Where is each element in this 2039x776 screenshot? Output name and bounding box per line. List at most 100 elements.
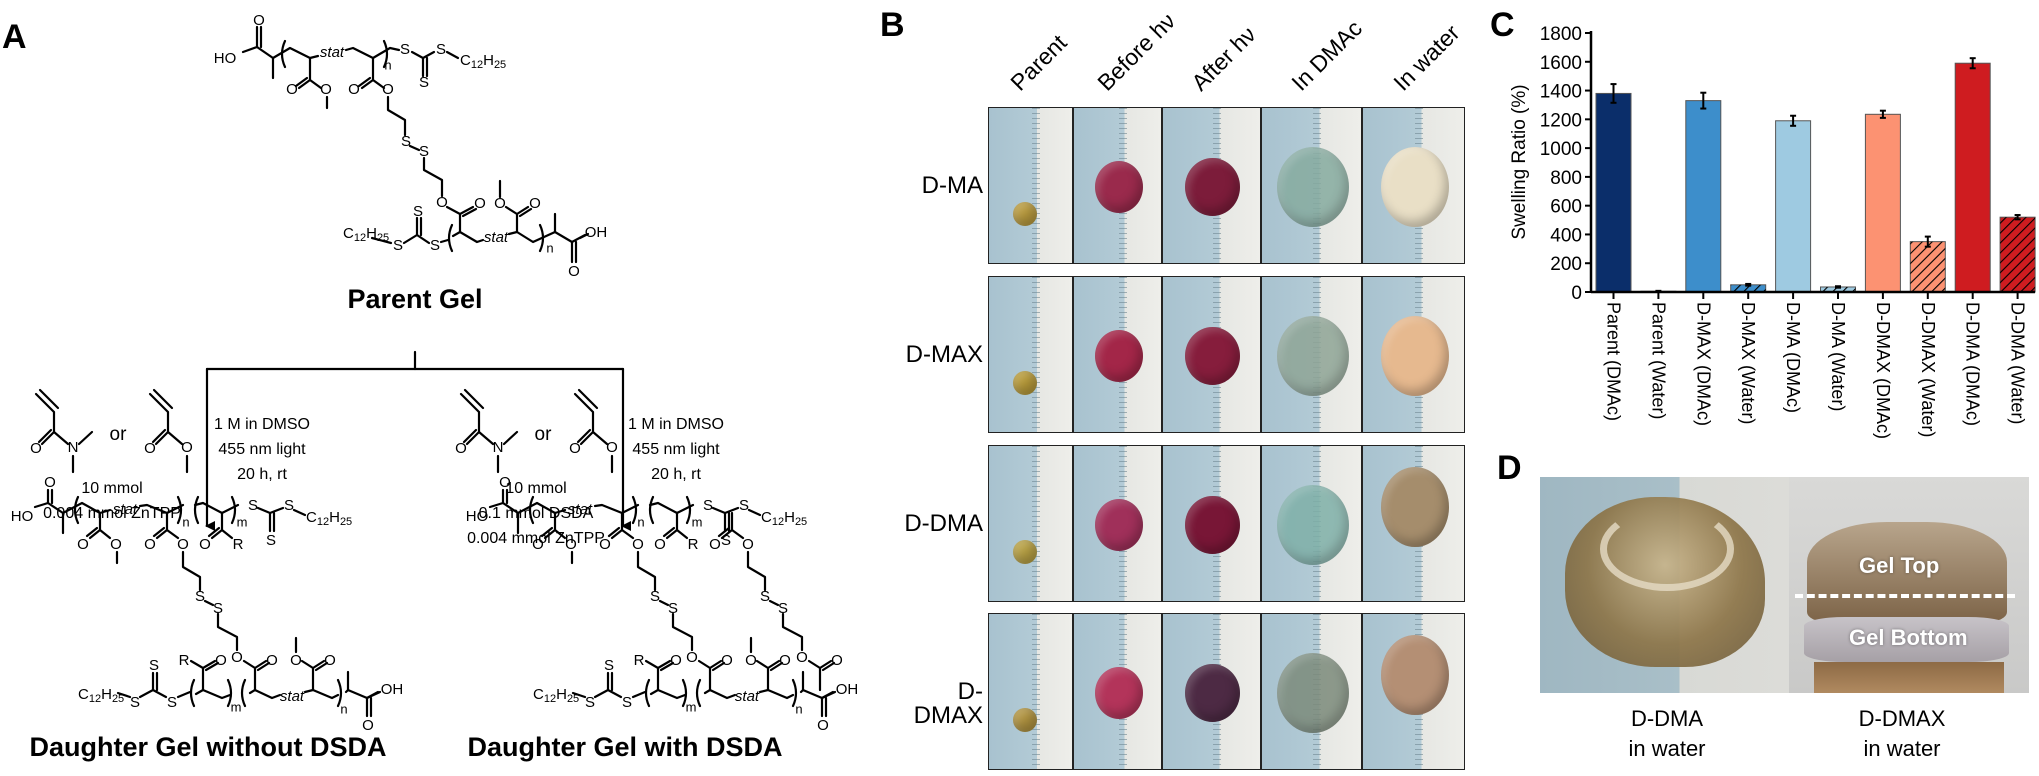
column-header: In water bbox=[1387, 19, 1465, 96]
gel-sample bbox=[1185, 663, 1240, 722]
gel-photo bbox=[988, 445, 1073, 602]
row-label: D-MA bbox=[921, 171, 983, 199]
x-tick-label: D-DMA (Water) bbox=[2008, 302, 2028, 424]
svg-text:stat: stat bbox=[320, 44, 345, 61]
gel-sample bbox=[1185, 495, 1240, 554]
svg-text:O: O bbox=[494, 195, 506, 212]
svg-text:O: O bbox=[474, 195, 486, 212]
column-header: Parent bbox=[1004, 29, 1072, 96]
reaction-arrows bbox=[205, 350, 631, 531]
caption-condition: in water bbox=[1863, 736, 1941, 761]
gel-sample bbox=[1094, 160, 1143, 213]
x-tick-label: D-MAX (Water) bbox=[1738, 302, 1758, 424]
row-label: D-MAX bbox=[905, 340, 983, 368]
svg-text:n: n bbox=[384, 57, 391, 72]
gel-bottom-label: Gel Bottom bbox=[1849, 625, 1968, 650]
ruler bbox=[1031, 108, 1040, 263]
svg-text:S: S bbox=[436, 41, 446, 58]
y-tick-label: 1600 bbox=[1540, 53, 1582, 74]
svg-text:455 nm light: 455 nm light bbox=[218, 441, 306, 458]
svg-text:O: O bbox=[253, 12, 265, 29]
x-tick-label: D-MA (Water) bbox=[1828, 302, 1848, 411]
svg-text:S: S bbox=[400, 41, 410, 58]
column-header: After hν bbox=[1185, 21, 1261, 96]
y-tick-label: 1200 bbox=[1540, 110, 1582, 131]
gel-top-sample bbox=[1807, 522, 2007, 622]
gel-sample bbox=[1276, 315, 1349, 396]
svg-text:O: O bbox=[320, 81, 332, 98]
svg-text:20 h, rt: 20 h, rt bbox=[237, 466, 287, 483]
svg-text:10 mmol: 10 mmol bbox=[81, 480, 142, 497]
gel-photo bbox=[1073, 276, 1162, 433]
bar bbox=[1595, 92, 1632, 293]
gel-photo bbox=[988, 613, 1073, 770]
left-conditions: 1 M in DMSO 455 nm light 20 h, rt bbox=[214, 416, 310, 483]
parent-gel-title: Parent Gel bbox=[347, 284, 482, 314]
gel-photo bbox=[988, 107, 1073, 264]
gel-photo bbox=[1162, 276, 1261, 433]
gel-sample bbox=[1276, 146, 1349, 227]
caption-d-dma: D-DMA in water bbox=[1567, 704, 1767, 764]
gel-sample bbox=[1012, 540, 1037, 565]
svg-text:S: S bbox=[413, 203, 423, 220]
svg-text:n: n bbox=[546, 240, 553, 255]
svg-text:or: or bbox=[110, 424, 128, 445]
svg-text:O: O bbox=[529, 195, 541, 212]
x-tick-label: Parent (Water) bbox=[1648, 302, 1668, 419]
gel-photo bbox=[1362, 445, 1465, 602]
gel-sample bbox=[1185, 157, 1240, 216]
gel-sample bbox=[1380, 634, 1449, 715]
bar bbox=[1954, 62, 1991, 293]
ruler bbox=[1031, 446, 1040, 601]
gel-sample bbox=[1185, 326, 1240, 385]
y-tick-label: 1800 bbox=[1540, 24, 1582, 45]
bar-hatch bbox=[1820, 286, 1856, 292]
parent-gel-structure: HO O stat n O O O O S S S C12H25 S S O O… bbox=[214, 12, 608, 280]
caption-d-dmax: D-DMAX in water bbox=[1802, 704, 2002, 764]
svg-text:S: S bbox=[430, 237, 440, 254]
svg-text:S: S bbox=[419, 143, 429, 160]
x-tick-label: D-DMAX (DMAc) bbox=[1873, 302, 1893, 439]
gel-bottom-sample bbox=[1804, 617, 2009, 662]
svg-text:C12H25: C12H25 bbox=[460, 52, 506, 71]
gel-photo bbox=[1261, 613, 1362, 770]
photo-d-dmax-in-water: Gel Top Gel Bottom bbox=[1789, 477, 2029, 693]
svg-text:OH: OH bbox=[585, 224, 608, 241]
left-reagents: or 10 mmol 0.004 mmol ZnTPP bbox=[29, 388, 194, 522]
swelling-ratio-chart: Swelling Ratio (%) 020040060080010001200… bbox=[1509, 24, 2036, 439]
ruler bbox=[1031, 277, 1040, 432]
y-tick-label: 400 bbox=[1550, 225, 1582, 246]
column-header: Before hν bbox=[1091, 7, 1180, 96]
reaction-scheme: HO O stat n m S S S C12H25 O O O O O R S… bbox=[9, 12, 860, 762]
gel-sample bbox=[1012, 708, 1037, 733]
gel-sample bbox=[1276, 484, 1349, 565]
y-tick-label: 800 bbox=[1550, 168, 1582, 189]
panel-label-b: B bbox=[880, 6, 905, 44]
panel-label-a: A bbox=[2, 18, 27, 56]
svg-text:S: S bbox=[419, 74, 429, 91]
svg-text:S: S bbox=[393, 237, 403, 254]
gel-photo bbox=[1073, 107, 1162, 264]
gel-photo bbox=[1073, 613, 1162, 770]
panel-label-c: C bbox=[1490, 6, 1515, 44]
x-tick-label: D-DMA (DMAc) bbox=[1963, 302, 1983, 426]
daughter-gel-with-dsda-title: Daughter Gel with DSDA bbox=[467, 732, 782, 762]
photo-d-dma-in-water bbox=[1540, 477, 1789, 693]
row-label: D-DMAX bbox=[913, 677, 983, 729]
gel-sample bbox=[1012, 371, 1037, 396]
y-tick-label: 1000 bbox=[1540, 139, 1582, 160]
panel-label-d: D bbox=[1497, 449, 1522, 487]
y-tick-label: 200 bbox=[1550, 254, 1582, 275]
y-tick-label: 1400 bbox=[1540, 82, 1582, 103]
bar bbox=[1685, 100, 1722, 293]
x-tick-label: D-DMAX (Water) bbox=[1918, 302, 1938, 437]
svg-text:stat: stat bbox=[484, 229, 509, 246]
svg-text:455 nm light: 455 nm light bbox=[632, 441, 720, 458]
y-tick-label: 600 bbox=[1550, 197, 1582, 218]
svg-text:O: O bbox=[286, 81, 298, 98]
gel-fold bbox=[1600, 507, 1734, 591]
gel-divider-line bbox=[1795, 594, 2015, 598]
y-tick-label: 0 bbox=[1571, 283, 1582, 304]
gel-sample bbox=[1380, 315, 1449, 396]
gel-sample bbox=[1380, 146, 1449, 227]
